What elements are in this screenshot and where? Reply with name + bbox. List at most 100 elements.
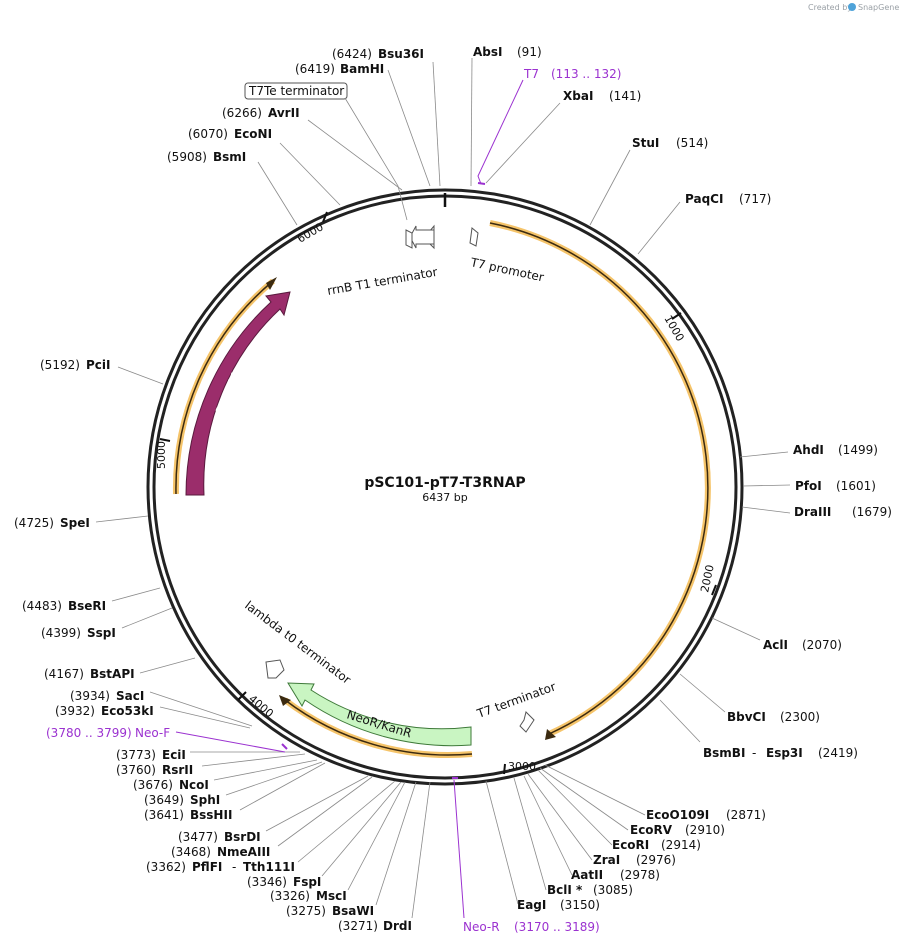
ecoo109i-name[interactable]: EcoO109I (646, 808, 709, 822)
tick-6000-label: 6000 (295, 220, 326, 245)
rep-arc[interactable] (175, 280, 274, 495)
t7-primer-range: (113 .. 132) (551, 67, 621, 81)
eco53ki-name[interactable]: Eco53kI (101, 704, 154, 718)
lambda-terminator-glyph[interactable] (265, 659, 285, 679)
bcli-leader (513, 777, 547, 891)
eagi-name[interactable]: EagI (517, 898, 546, 912)
rep101-feature[interactable] (185, 291, 291, 496)
ecii-pos: (3773) (116, 748, 156, 762)
eagi-leader (485, 780, 519, 905)
tick-6000-mark (322, 211, 328, 223)
acli-name[interactable]: AclI (763, 638, 788, 652)
sspi-pos: (4399) (41, 626, 81, 640)
t7-primer-mark[interactable] (477, 182, 486, 185)
created-by-text: Created by (808, 3, 852, 12)
bseri-name[interactable]: BseRI (68, 599, 106, 613)
pcii-leader (117, 366, 164, 385)
sphi-name[interactable]: SphI (190, 793, 220, 807)
pfoi-leader (742, 484, 791, 487)
bamhi-name[interactable]: BamHI (340, 62, 384, 76)
bsu36i-name[interactable]: Bsu36I (378, 47, 424, 61)
bsmbi-separator: - (752, 746, 756, 760)
rsrii-name[interactable]: RsrII (162, 763, 193, 777)
bsmi-name[interactable]: BsmI (213, 150, 246, 164)
zrai-name[interactable]: ZraI (593, 853, 620, 867)
zrai-pos: (2976) (636, 853, 676, 867)
drdi-pos: (3271) (338, 919, 378, 933)
acli-pos: (2070) (802, 638, 842, 652)
neor-feature[interactable] (287, 682, 472, 747)
saci-leader (149, 691, 253, 727)
bsmi-leader (257, 161, 298, 226)
tth111i-name[interactable]: Tth111I (243, 860, 295, 874)
neo-f-primer-name[interactable]: Neo-F (135, 726, 170, 740)
pflfi-name[interactable]: PflFI (192, 860, 222, 874)
aatii-name[interactable]: AatII (571, 868, 603, 882)
nmeaiii-pos: (3468) (171, 845, 211, 859)
nmeaiii-name[interactable]: NmeAIII (217, 845, 270, 859)
aatii-leader (523, 775, 573, 876)
pcii-name[interactable]: PciI (86, 358, 111, 372)
bsmbi-name[interactable]: BsmBI (703, 746, 745, 760)
pfoi-name[interactable]: PfoI (795, 479, 822, 493)
bcli-name[interactable]: BclI * (547, 883, 583, 897)
stui-name[interactable]: StuI (632, 136, 659, 150)
t7-primer-name[interactable]: T7 (523, 67, 539, 81)
ecori-name[interactable]: EcoRI (612, 838, 649, 852)
bstapi-pos: (4167) (44, 667, 84, 681)
bsrdi-name[interactable]: BsrDI (224, 830, 261, 844)
tick-5000-label: 5000 (155, 441, 168, 469)
spei-leader (95, 515, 149, 523)
saci-name[interactable]: SacI (116, 689, 144, 703)
avrii-name[interactable]: AvrII (268, 106, 300, 120)
t7te-label-box[interactable] (244, 82, 348, 100)
absi-pos: (91) (517, 45, 542, 59)
absi-name[interactable]: AbsI (473, 45, 502, 59)
drdi-name[interactable]: DrdI (383, 919, 412, 933)
bsshii-name[interactable]: BssHII (190, 808, 232, 822)
ncoi-leader (213, 759, 318, 781)
paqci-name[interactable]: PaqCI (685, 192, 723, 206)
bsmbi-pos: (2419) (818, 746, 858, 760)
neo-arc[interactable] (284, 699, 473, 756)
sphi-leader (225, 761, 323, 796)
neo-r-primer-name[interactable]: Neo-R (463, 920, 500, 934)
orf-arc[interactable] (489, 222, 709, 735)
xbai-leader (485, 102, 561, 184)
xbai-name[interactable]: XbaI (563, 89, 593, 103)
bbvci-name[interactable]: BbvCI (727, 710, 766, 724)
msci-name[interactable]: MscI (316, 889, 347, 903)
stui-pos: (514) (676, 136, 708, 150)
neo-f-primer-mark[interactable] (281, 743, 288, 750)
orf-arc-arrowhead (545, 729, 556, 740)
rsrii-pos: (3760) (116, 763, 156, 777)
bsawi-name[interactable]: BsaWI (332, 904, 374, 918)
t7te-terminator-glyph[interactable] (405, 229, 413, 249)
bstapi-name[interactable]: BstAPI (90, 667, 135, 681)
ecii-name[interactable]: EciI (162, 748, 186, 762)
ahdi-name[interactable]: AhdI (793, 443, 824, 457)
fspi-name[interactable]: FspI (293, 875, 321, 889)
paqci-leader (637, 201, 681, 255)
ecorv-name[interactable]: EcoRV (630, 823, 673, 837)
t7-promoter-glyph[interactable] (469, 227, 479, 247)
ncoi-name[interactable]: NcoI (179, 778, 209, 792)
rrnb-terminator-arrow[interactable] (409, 225, 435, 249)
t7-terminator-glyph[interactable] (519, 711, 535, 733)
paqci-pos: (717) (739, 192, 771, 206)
backbone-outer-ring (146, 188, 744, 786)
sspi-name[interactable]: SspI (87, 626, 116, 640)
ncoi-pos: (3676) (133, 778, 173, 792)
feature-arcs (172, 220, 711, 759)
esp3i-name[interactable]: Esp3I (766, 746, 803, 760)
draiii-leader (741, 506, 791, 514)
econi-name[interactable]: EcoNI (234, 127, 272, 141)
econi-leader (279, 142, 341, 206)
t7-terminator-label: T7 terminator (474, 679, 557, 721)
spei-name[interactable]: SpeI (60, 516, 90, 530)
ecorv-leader (539, 767, 629, 831)
neo-r-primer-leader (453, 779, 465, 919)
tick-5000-mark (159, 438, 171, 442)
tick-4000-mark (237, 691, 247, 701)
draiii-name[interactable]: DraIII (794, 505, 831, 519)
